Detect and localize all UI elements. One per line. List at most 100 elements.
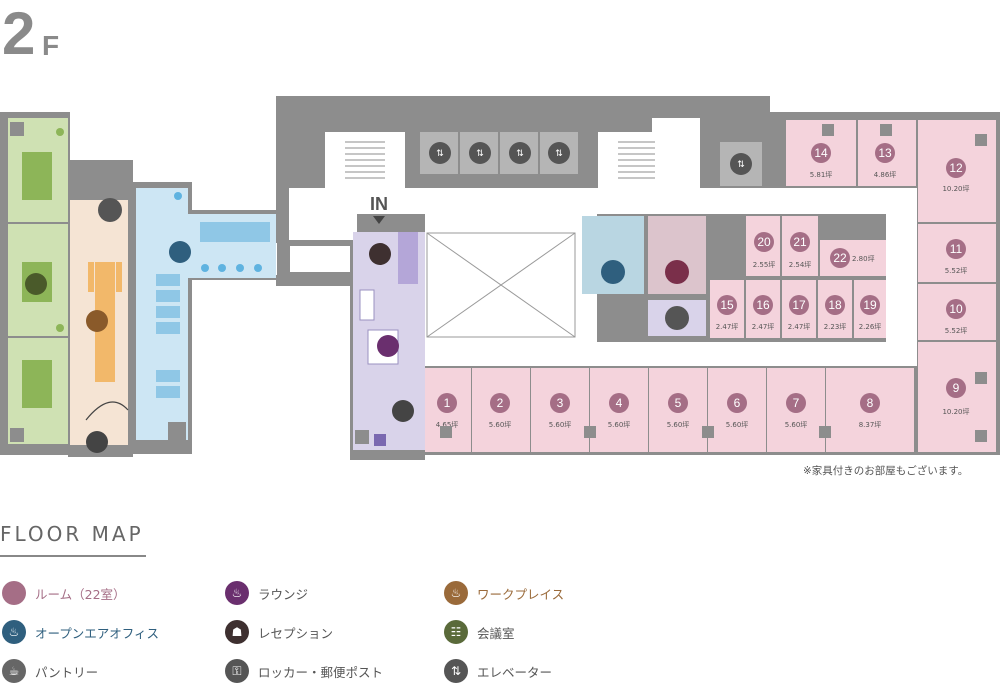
room-size: 2.47坪: [788, 323, 811, 331]
legend-label: ロッカー・郵便ポスト: [258, 664, 384, 680]
room-size: 10.20坪: [942, 185, 969, 193]
room-14: 145.81坪: [786, 120, 856, 186]
room-20: 20 2.55坪: [746, 216, 780, 276]
room-badge: [789, 295, 809, 315]
column: [880, 124, 892, 136]
lounge-zone: [353, 232, 425, 450]
room-17: 17 2.47坪: [782, 280, 816, 338]
column: [975, 134, 987, 146]
column: [584, 426, 596, 438]
legend-item-workplace: ♨ ワークプレイス: [444, 581, 564, 605]
elevator-icon: ⇅: [444, 659, 468, 683]
room-badge: [830, 248, 850, 268]
stair-treads: [345, 141, 655, 179]
room-number: 11: [950, 242, 963, 256]
room-size: 2.80坪: [852, 255, 875, 263]
svg-text:⇅: ⇅: [555, 149, 563, 159]
column: [702, 426, 714, 438]
room-number: 20: [757, 235, 771, 249]
room-7: 7 5.60坪: [767, 368, 825, 452]
room-badge: [753, 295, 773, 315]
room-badge: [946, 378, 966, 398]
room-size: 2.47坪: [716, 323, 739, 331]
column: [819, 426, 831, 438]
map-title: FLOOR MAP: [0, 522, 144, 546]
room-2: 2 5.60坪: [472, 368, 530, 452]
room-size: 10.20坪: [942, 408, 969, 416]
floor-number: 2: [2, 0, 36, 67]
room-21: 212.54坪: [782, 216, 818, 276]
room-badge: [860, 295, 880, 315]
column: [822, 124, 834, 136]
legend-item-pantry: ☕ パントリー: [2, 659, 98, 683]
room-size: 5.60坪: [608, 421, 631, 429]
legend-label: ワークプレイス: [477, 586, 565, 602]
room-number: 15: [720, 298, 734, 312]
legend-item-open-office: ♨ オープンエアオフィス: [2, 620, 159, 644]
room-size: 5.60坪: [667, 421, 690, 429]
lounge-icon: ♨: [225, 581, 249, 605]
legend-item-room: ルーム（22室）: [2, 581, 126, 605]
legend-label: レセプション: [258, 625, 334, 641]
room-badge: [825, 295, 845, 315]
room-size: 2.47坪: [752, 323, 775, 331]
floor-plan: ⇅⇅ ⇅⇅ ⇅: [0, 96, 1000, 460]
room-15: 15 2.47坪: [710, 280, 744, 338]
entrance-marker: IN: [370, 194, 388, 224]
room-number: 17: [792, 298, 806, 312]
column: [975, 372, 987, 384]
room-size: 4.65坪: [436, 421, 459, 429]
furniture-note: ※家具付きのお部屋もございます。: [803, 465, 969, 477]
room-size: 2.26坪: [859, 323, 882, 331]
room-size: 4.86坪: [874, 171, 897, 179]
legend-label: ラウンジ: [258, 586, 309, 602]
room-dot-icon: [2, 581, 26, 605]
column: [975, 430, 987, 442]
map-title-underline: [0, 555, 146, 557]
svg-text:⇅: ⇅: [476, 149, 484, 159]
room-size: 5.60坪: [785, 421, 808, 429]
elevator-shafts: [420, 132, 762, 186]
room-size: 5.60坪: [726, 421, 749, 429]
room-18: 182.23坪: [818, 280, 852, 338]
legend-item-meeting-room: ☷ 会議室: [444, 620, 515, 644]
open-office-icon: ♨: [2, 620, 26, 644]
room-number: 2: [497, 396, 504, 410]
room-size: 2.55坪: [753, 261, 776, 269]
room-badge: [875, 143, 895, 163]
workplace-zone: [70, 168, 130, 453]
room-size: 5.60坪: [489, 421, 512, 429]
workplace-icon: ♨: [444, 581, 468, 605]
restrooms: [582, 216, 706, 336]
room-number: 3: [557, 396, 564, 410]
room-3: 35.60坪: [531, 368, 589, 452]
room-badge: [550, 393, 570, 413]
room-10: 10 5.52坪: [918, 284, 996, 340]
room-6: 65.60坪: [708, 368, 766, 452]
room-number: 10: [949, 302, 963, 316]
room-size: 2.23坪: [824, 323, 847, 331]
svg-text:⇅: ⇅: [436, 149, 444, 159]
room-badge: [754, 232, 774, 252]
atrium-void: [426, 232, 576, 338]
room-size: 5.52坪: [945, 327, 968, 335]
legend-label: エレベーター: [477, 664, 553, 680]
room-22: 22 2.80坪: [820, 240, 886, 276]
meeting-room-zone: [8, 118, 68, 444]
elevator-icon: ⇅⇅ ⇅⇅ ⇅: [436, 149, 745, 170]
room-number: 7: [793, 396, 800, 410]
legend-item-locker: ⚿ ロッカー・郵便ポスト: [225, 659, 383, 683]
room-badge: [727, 393, 747, 413]
room-badge: [786, 393, 806, 413]
room-number: 1: [444, 396, 451, 410]
room-number: 4: [616, 396, 623, 410]
legend-label: ルーム（22室）: [35, 586, 126, 602]
room-number: 12: [949, 161, 963, 175]
room-badge: [668, 393, 688, 413]
room-badge: [946, 158, 966, 178]
room-number: 5: [675, 396, 682, 410]
floor-suffix: F: [42, 30, 60, 61]
room-size: 5.52坪: [945, 267, 968, 275]
room-badge: [609, 393, 629, 413]
room-number: 22: [833, 251, 847, 265]
